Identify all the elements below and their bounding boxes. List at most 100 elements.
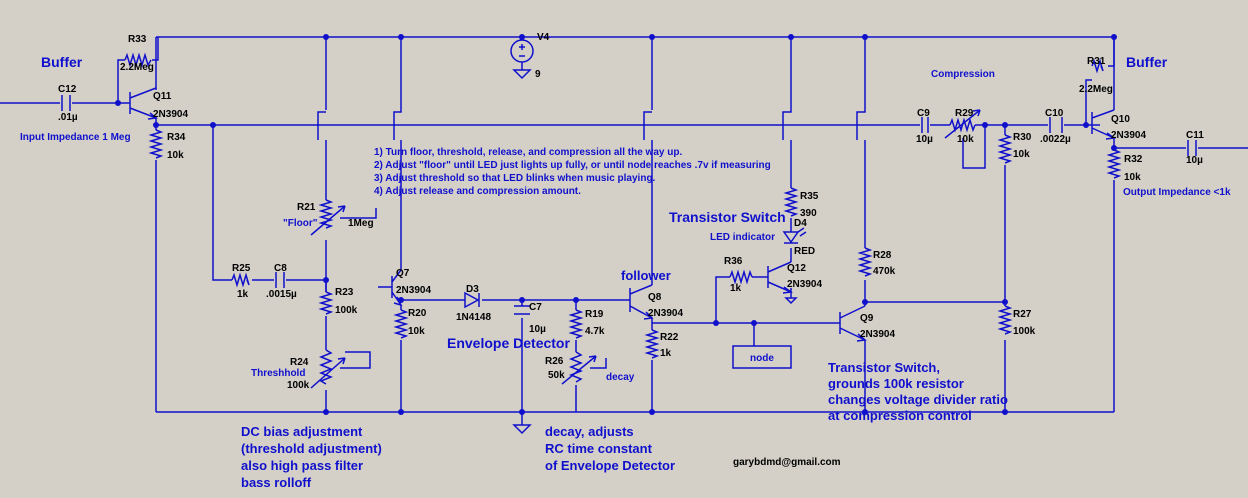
r31-symbol: [1091, 58, 1104, 74]
component-labels: R33 2.2Meg C12 .01µ Q11 2N3904 R34 10k V…: [58, 32, 1204, 391]
r28-symbol: [857, 247, 873, 277]
instruction-2: 2) Adjust "floor" until LED just lights …: [374, 160, 771, 171]
r24-symbol: [318, 349, 334, 385]
d4-ref: D4: [794, 218, 807, 229]
r32-symbol: [1106, 149, 1122, 179]
buffer-left-label: Buffer: [41, 54, 83, 70]
q8-type: 2N3904: [648, 308, 683, 319]
r31-ref: R31: [1087, 56, 1106, 67]
r25-symbol: [231, 272, 250, 288]
r21-ref: R21: [297, 202, 316, 213]
dc-bias-line-2: (threshold adjustment): [241, 441, 382, 456]
q9-type: 2N3904: [860, 329, 895, 340]
switch-note-line-3: changes voltage divider ratio: [828, 392, 1008, 407]
floor-label: "Floor": [283, 218, 318, 229]
r29-value: 10k: [957, 134, 974, 145]
switch-note-line-4: at compression control: [828, 408, 972, 423]
r29-symbol: [949, 117, 976, 133]
c7-value: 10µ: [529, 324, 546, 335]
wires: [0, 36, 1248, 425]
decay-note-line-3: of Envelope Detector: [545, 458, 675, 473]
diodes: [464, 227, 807, 309]
r22-ref: R22: [660, 332, 679, 343]
q9-ref: Q9: [860, 313, 874, 324]
q12-ref: Q12: [787, 263, 806, 274]
q7-type: 2N3904: [396, 285, 431, 296]
dc-bias-line-3: also high pass filter: [241, 458, 363, 473]
instruction-1: 1) Turn floor, threshold, release, and c…: [374, 147, 682, 158]
q7-symbol: [391, 269, 403, 307]
r32-ref: R32: [1124, 154, 1143, 165]
c9-value: 10µ: [916, 134, 933, 145]
r26-value: 50k: [548, 370, 565, 381]
node-box: [732, 345, 792, 369]
r28-value: 470k: [873, 266, 896, 277]
r26-ref: R26: [545, 356, 564, 367]
v4-value: 9: [535, 69, 541, 80]
q11-type: 2N3904: [153, 109, 188, 120]
r36-symbol: [729, 269, 753, 285]
r20-symbol: [393, 309, 409, 339]
email-label: garybdmd@gmail.com: [733, 457, 841, 468]
r24-ref: R24: [290, 357, 309, 368]
c11-value: 10µ: [1186, 155, 1203, 166]
r34-ref: R34: [167, 132, 186, 143]
d3-ref: D3: [466, 284, 479, 295]
d3-symbol: [464, 291, 480, 309]
transistors: [129, 87, 1116, 342]
dc-bias-line-4: bass rolloff: [241, 475, 312, 490]
q12-type: 2N3904: [787, 279, 822, 290]
q10-ref: Q10: [1111, 114, 1130, 125]
transistor-switch-label: Transistor Switch: [669, 209, 786, 225]
r36-value: 1k: [730, 283, 742, 294]
r22-value: 1k: [660, 348, 672, 359]
r27-symbol: [997, 305, 1013, 335]
r19-symbol: [568, 309, 584, 339]
q7-ref: Q7: [396, 268, 410, 279]
decay-note-line-1: decay, adjusts: [545, 424, 634, 439]
r20-value: 10k: [408, 326, 425, 337]
r34-value: 10k: [167, 150, 184, 161]
r33-ref: R33: [128, 34, 147, 45]
d3-value: 1N4148: [456, 312, 491, 323]
c8-value: .0015µ: [266, 289, 297, 300]
instruction-4: 4) Adjust release and compression amount…: [374, 186, 581, 197]
r24-value: 100k: [287, 380, 310, 391]
c7-ref: C7: [529, 302, 542, 313]
r35-ref: R35: [800, 191, 819, 202]
node-label: node: [750, 353, 774, 364]
envelope-detector-label: Envelope Detector: [447, 335, 570, 351]
r25-value: 1k: [237, 289, 249, 300]
r33-symbol: [124, 52, 152, 68]
q10-type: 2N3904: [1111, 130, 1146, 141]
d4-symbol: [782, 231, 800, 244]
q8-ref: Q8: [648, 292, 662, 303]
decay-note-line-2: RC time constant: [545, 441, 653, 456]
output-impedance-label: Output Impedance <1k: [1123, 187, 1231, 198]
v4-ref: V4: [537, 32, 550, 43]
r34-symbol: [148, 129, 164, 159]
c11-symbol: [1187, 140, 1197, 156]
r29-ref: R29: [955, 108, 974, 119]
c12-symbol: [61, 95, 71, 111]
annotations: Buffer Buffer Input Impedance 1 Meg Outp…: [20, 54, 1231, 490]
r33-value: 2.2Meg: [120, 62, 154, 73]
switch-note-line-2: grounds 100k resistor: [828, 376, 964, 391]
q9-symbol: [839, 305, 867, 342]
buffer-right-label: Buffer: [1126, 54, 1168, 70]
r36-ref: R36: [724, 256, 743, 267]
q11-symbol: [129, 87, 158, 120]
r26-symbol: [568, 351, 584, 383]
d4-value: RED: [794, 246, 815, 257]
instruction-3: 3) Adjust threshold so that LED blinks w…: [374, 173, 656, 184]
q10-symbol: [1091, 109, 1116, 140]
r27-value: 100k: [1013, 326, 1036, 337]
r20-ref: R20: [408, 308, 427, 319]
r25-ref: R25: [232, 263, 251, 274]
c12-value: .01µ: [58, 112, 78, 123]
switch-note-line-1: Transistor Switch,: [828, 360, 940, 375]
r19-ref: R19: [585, 309, 604, 320]
r21-symbol: [318, 199, 334, 229]
r22-symbol: [644, 329, 660, 359]
dc-bias-line-1: DC bias adjustment: [241, 424, 363, 439]
